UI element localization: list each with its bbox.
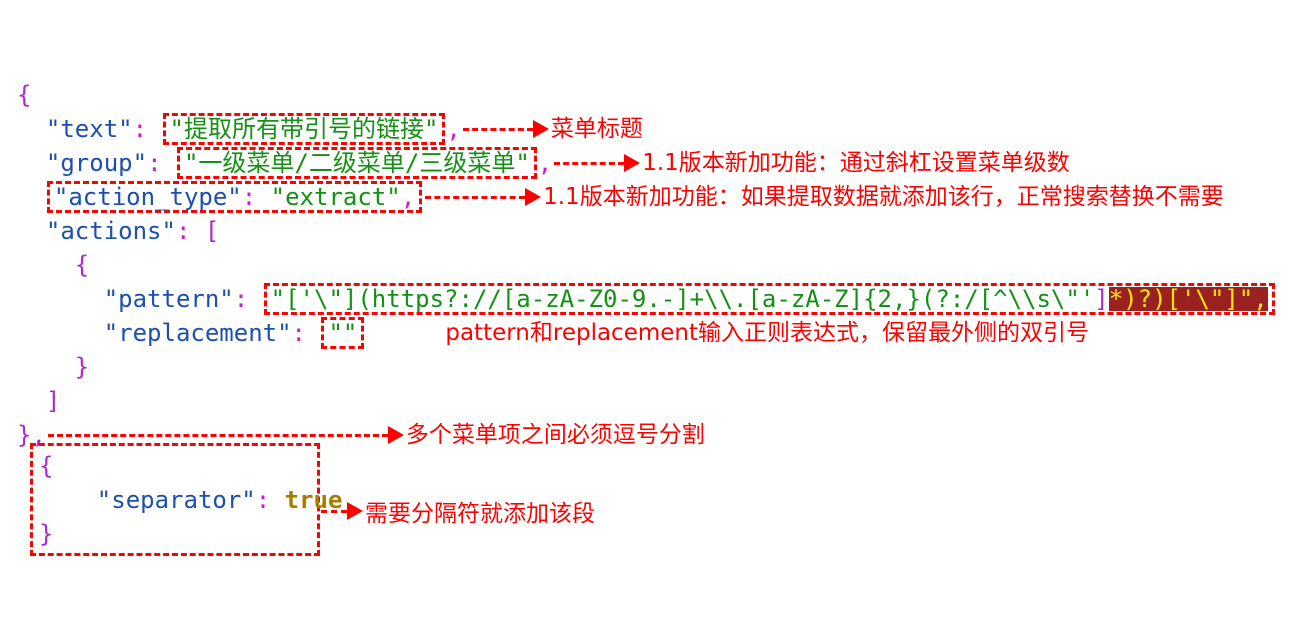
code-line-group: "group": "一级菜单/二级菜单/三级菜单", 1.1版本新加功能：通过斜杠… <box>17 146 1276 180</box>
close-brace: } <box>39 520 54 548</box>
dashed-box-action-type: "action_type": "extract", <box>46 181 423 213</box>
arrow-right-icon <box>554 154 641 172</box>
colon: : <box>233 285 263 313</box>
comma: , <box>537 149 553 177</box>
annotation-group-levels: 1.1版本新加功能：通过斜杠设置菜单级数 <box>642 149 1070 176</box>
colon: : <box>291 319 321 347</box>
key-group: "group" <box>45 149 148 177</box>
arrow-shaft <box>554 161 625 165</box>
value-replacement: "" <box>328 319 358 347</box>
annotation-comma-separation: 多个菜单项之间必须逗号分割 <box>405 421 705 448</box>
arrow-head <box>387 426 404 444</box>
key-replacement: "replacement" <box>103 319 292 347</box>
json-config-code: { "text": "提取所有带引号的链接", 菜单标题 "group": "一级… <box>17 78 1276 452</box>
separator-annotation-group: 需要分隔符就添加该段 <box>319 494 595 528</box>
code-line-action-type: "action_type": "extract", 1.1版本新加功能：如果提取数… <box>17 180 1276 214</box>
comma: , <box>31 421 46 449</box>
key-pattern: "pattern" <box>103 285 234 313</box>
indent <box>17 185 46 209</box>
close-brace: } <box>74 353 90 381</box>
value-action-type: "extract" <box>270 183 401 211</box>
indent <box>17 355 75 379</box>
annotation-separator: 需要分隔符就添加该段 <box>365 501 595 527</box>
key-text: "text" <box>45 115 133 143</box>
code-line-actions-close: ] <box>17 384 1276 418</box>
close-bracket: ] <box>45 387 61 415</box>
code-line-text: "text": "提取所有带引号的链接", 菜单标题 <box>17 112 1276 146</box>
arrow-right-icon <box>321 502 363 520</box>
code-line-separator: "separator": true <box>39 483 343 517</box>
key-actions: "actions" <box>45 217 176 245</box>
open-bracket: [ <box>204 217 220 245</box>
dashed-box-pattern-value: "['\"](https?://[a-zA-Z0-9.-]+\\.[a-zA-Z… <box>263 283 1275 315</box>
arrow-shaft <box>321 509 347 513</box>
colon: : <box>241 183 271 211</box>
colon: : <box>147 149 176 177</box>
comma: , <box>446 115 461 143</box>
dashed-box-text-value: "提取所有带引号的链接" <box>162 113 446 145</box>
code-line-pattern: "pattern": "['\"](https?://[a-zA-Z0-9.-]… <box>17 282 1276 316</box>
annotation-menu-title: 菜单标题 <box>550 115 643 142</box>
open-brace: { <box>39 452 54 480</box>
colon: : <box>255 486 285 514</box>
dashed-box-group-value: "一级菜单/二级菜单/三级菜单" <box>176 147 537 179</box>
indent <box>39 488 97 512</box>
indent <box>17 117 46 141</box>
code-line-replacement: "replacement": "" pattern和replacement输入正则… <box>17 316 1276 350</box>
arrow-shaft <box>462 127 533 131</box>
code-line-actions: "actions": [ <box>17 214 1276 248</box>
indent <box>17 151 46 175</box>
code-line-action-close: } <box>17 350 1276 384</box>
code-line-separator-close: } <box>39 517 317 551</box>
indent <box>17 389 46 413</box>
arrow-head <box>624 154 641 172</box>
value-group: "一级菜单/二级菜单/三级菜单" <box>183 149 530 177</box>
open-brace: { <box>74 251 90 279</box>
code-line-separator-open: { <box>39 449 317 483</box>
arrow-shaft <box>47 433 388 437</box>
value-separator-true: true <box>284 486 343 514</box>
key-separator: "separator" <box>96 486 256 514</box>
code-line-action-open: { <box>17 248 1276 282</box>
arrow-head <box>532 120 549 138</box>
arrow-right-icon <box>47 426 404 444</box>
key-action-type: "action_type" <box>53 183 242 211</box>
close-brace: } <box>17 421 32 449</box>
code-line-root-close: }, 多个菜单项之间必须逗号分割 <box>17 418 1276 452</box>
dashed-box-separator-block: { "separator": true } 需要分隔符就添加该段 <box>30 443 595 556</box>
arrow-head <box>525 188 542 206</box>
code-line-root-open: { <box>17 78 1276 112</box>
arrow-right-icon <box>425 188 542 206</box>
open-brace: { <box>17 81 32 109</box>
annotation-regex-note: pattern和replacement输入正则表达式，保留最外侧的双引号 <box>445 319 1089 346</box>
indent <box>17 219 46 243</box>
indent <box>17 321 104 345</box>
indent <box>17 287 104 311</box>
colon: : <box>175 217 205 245</box>
value-pattern-bracket: ] <box>1094 285 1109 313</box>
value-text: "提取所有带引号的链接" <box>169 115 439 143</box>
annotation-action-type: 1.1版本新加功能：如果提取数据就添加该行，正常搜索替换不需要 <box>543 183 1224 210</box>
value-pattern-highlight: *)?)['\"]", <box>1108 285 1268 313</box>
colon: : <box>132 115 162 143</box>
arrow-right-icon <box>462 120 549 138</box>
value-pattern-regex: "['\"](https?://[a-zA-Z0-9.-]+\\.[a-zA-Z… <box>270 285 1095 313</box>
comma: , <box>400 183 416 211</box>
arrow-head <box>347 502 363 520</box>
indent <box>17 253 75 277</box>
dashed-box-replacement-value: "" <box>321 317 365 349</box>
arrow-shaft <box>425 195 526 199</box>
